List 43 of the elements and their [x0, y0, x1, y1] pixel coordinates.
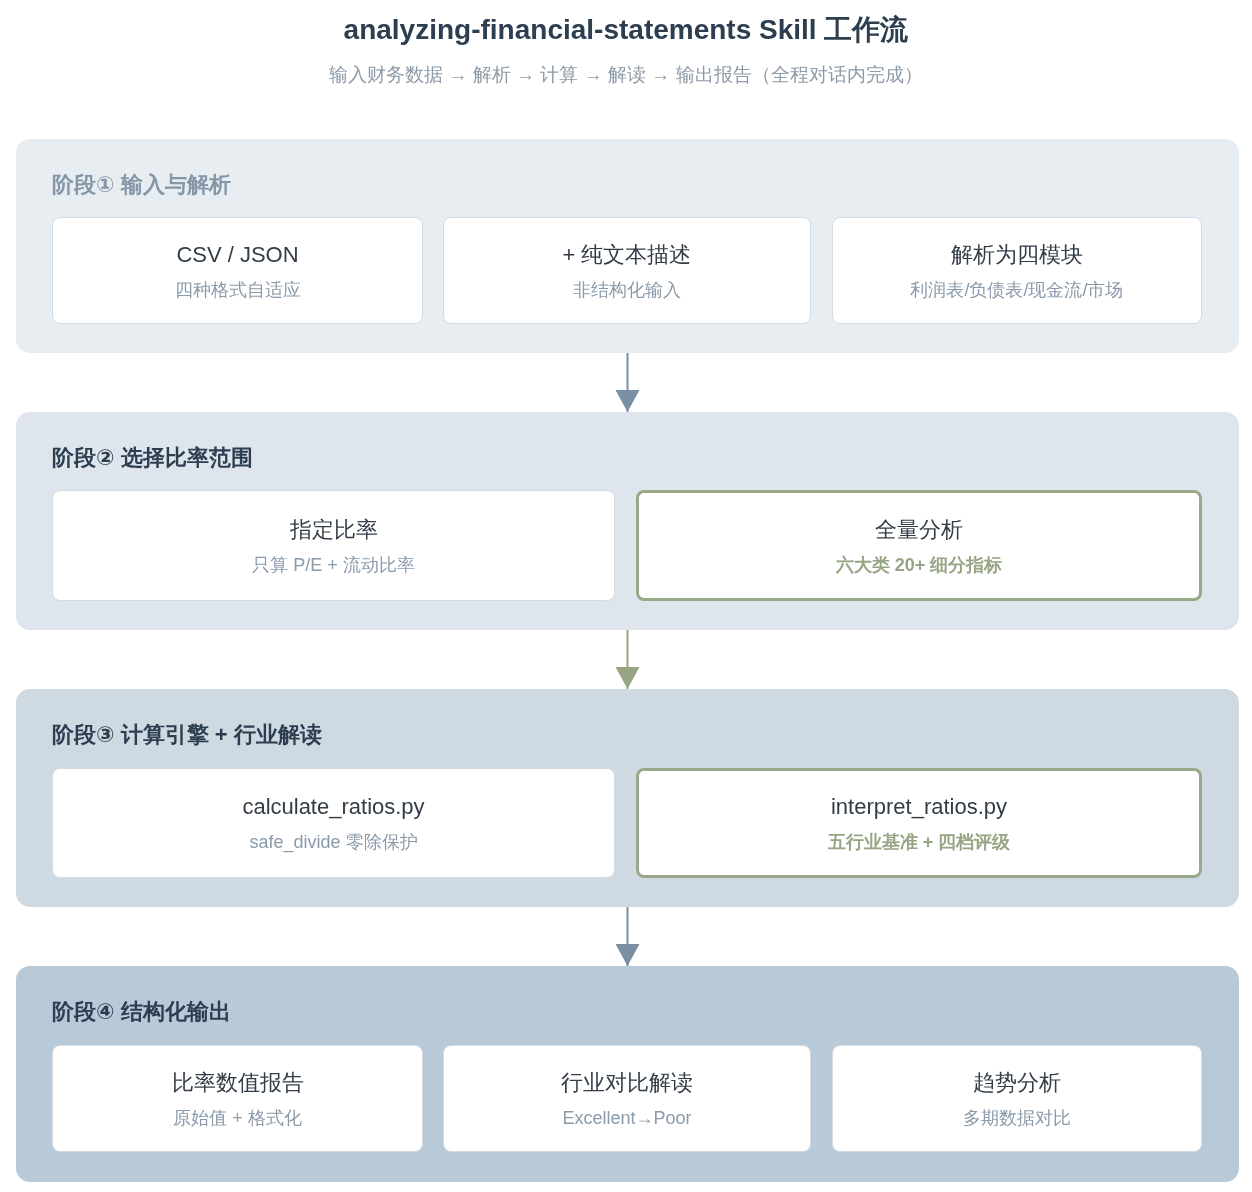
- step-title: 趋势分析: [973, 1068, 1061, 1097]
- arrow: [615, 906, 640, 967]
- step-title: CSV / JSON: [176, 240, 299, 269]
- step-box: [636, 768, 1202, 878]
- stage-heading: 阶段③ 计算引擎 + 行业解读: [52, 721, 322, 749]
- step-title: 全量分析: [875, 515, 963, 544]
- step-box: [52, 768, 615, 878]
- step-box: [443, 217, 811, 324]
- title: analyzing-financial-statements Skill 工作流: [343, 13, 909, 47]
- stage-panel: [16, 412, 1239, 630]
- stage-panel: [16, 966, 1239, 1182]
- stage-heading: 阶段④ 结构化输出: [52, 998, 231, 1026]
- step-note: safe_divide 零除保护: [249, 831, 418, 854]
- step-title: 解析为四模块: [951, 240, 1083, 269]
- step-box: [52, 1045, 423, 1152]
- step-title: calculate_ratios.py: [242, 793, 425, 821]
- step-note: Excellent→Poor: [562, 1106, 692, 1130]
- step-title: interpret_ratios.py: [830, 793, 1008, 821]
- subtitle: 输入财务数据 → 解析 → 计算 → 解读 → 输出报告（全程对话内完成）: [329, 63, 923, 87]
- step-note: 利润表/负债表/现金流/市场: [910, 278, 1124, 302]
- step-box: [52, 217, 423, 324]
- step-note: 只算 P/E + 流动比率: [252, 553, 415, 577]
- step-note: 五行业基准 + 四档评级: [827, 831, 1011, 854]
- step-box: [636, 490, 1202, 601]
- stage-panel: [16, 139, 1239, 353]
- stage-heading: 阶段② 选择比率范围: [52, 444, 253, 472]
- stage-panel: [16, 689, 1239, 907]
- step-note: 四种格式自适应: [174, 278, 301, 302]
- step-note: 六大类 20+ 细分指标: [835, 553, 1003, 577]
- step-note: 非结构化输入: [573, 278, 681, 302]
- step-title: 比率数值报告: [171, 1068, 304, 1097]
- step-box: [832, 217, 1202, 324]
- arrow: [615, 352, 640, 413]
- step-title: 行业对比解读: [561, 1068, 693, 1097]
- step-title: + 纯文本描述: [562, 240, 692, 269]
- step-title: 指定比率: [289, 515, 378, 544]
- step-box: [443, 1045, 811, 1152]
- step-note: 原始值 + 格式化: [173, 1106, 302, 1130]
- stage-heading: 阶段① 输入与解析: [52, 171, 231, 199]
- step-note: 多期数据对比: [963, 1106, 1071, 1130]
- step-box: [52, 490, 615, 601]
- arrow: [615, 629, 640, 690]
- step-box: [832, 1045, 1202, 1152]
